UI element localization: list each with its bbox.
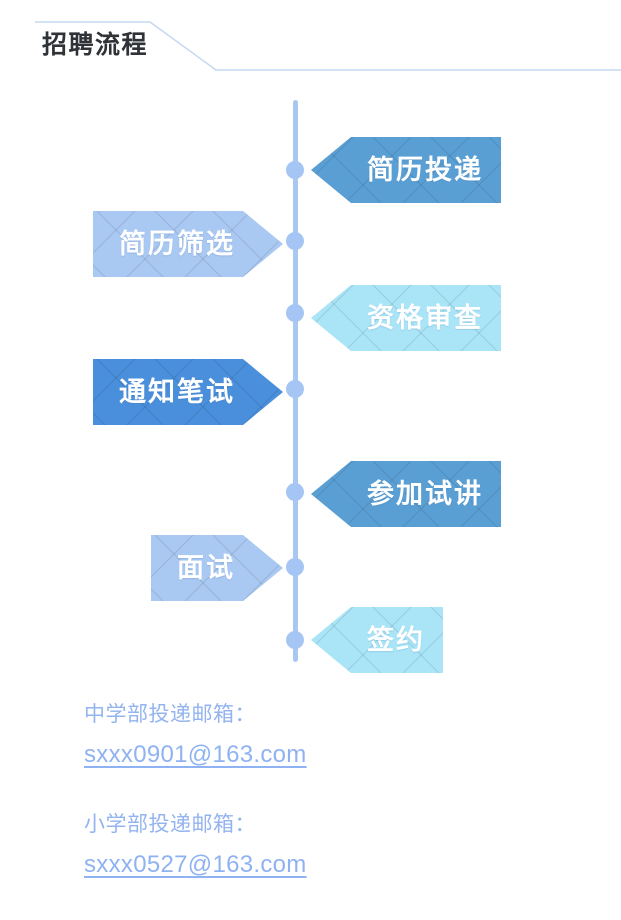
flow-step-banner-shape	[311, 285, 501, 351]
contact-block-2: 小学部投递邮箱： sxxx0527@163.com	[84, 810, 307, 882]
flow-step-3[interactable]: 资格审查	[311, 285, 501, 351]
flow-step-banner-shape	[93, 359, 283, 425]
timeline-dot-6	[286, 558, 304, 576]
timeline-dot-1	[286, 161, 304, 179]
flow-step-7[interactable]: 签约	[311, 607, 443, 673]
flow-step-label: 面试	[177, 553, 235, 583]
flow-step-label: 简历投递	[367, 155, 483, 185]
flow-step-6[interactable]: 面试	[151, 535, 283, 601]
flow-step-label: 简历筛选	[119, 229, 235, 259]
contact-label: 小学部投递邮箱：	[84, 813, 256, 836]
flow-step-banner-shape	[311, 461, 501, 527]
timeline-dot-3	[286, 304, 304, 322]
flow-step-banner-shape	[151, 535, 283, 601]
timeline-dot-2	[286, 232, 304, 250]
timeline-dot-4	[286, 380, 304, 398]
flow-step-label: 参加试讲	[367, 479, 483, 509]
flow-step-2[interactable]: 简历筛选	[93, 211, 283, 277]
timeline-dot-5	[286, 483, 304, 501]
contact-email-link[interactable]: sxxx0901@163.com	[84, 741, 307, 768]
page-title: 招聘流程	[42, 31, 149, 59]
flow-step-label: 资格审查	[367, 303, 483, 333]
flow-step-4[interactable]: 通知笔试	[93, 359, 283, 425]
contact-email-link[interactable]: sxxx0527@163.com	[84, 851, 307, 878]
page-header: 招聘流程	[0, 0, 621, 90]
flow-step-label: 通知笔试	[119, 377, 235, 407]
timeline-dot-7	[286, 631, 304, 649]
contact-block-1: 中学部投递邮箱： sxxx0901@163.com	[84, 700, 307, 772]
flow-step-5[interactable]: 参加试讲	[311, 461, 501, 527]
flow-step-banner-shape	[93, 211, 283, 277]
contact-label: 中学部投递邮箱：	[84, 703, 256, 726]
flow-step-banner-shape	[311, 607, 443, 673]
flow-step-label: 签约	[367, 625, 425, 655]
flow-step-1[interactable]: 简历投递	[311, 137, 501, 203]
flow-step-banner-shape	[311, 137, 501, 203]
